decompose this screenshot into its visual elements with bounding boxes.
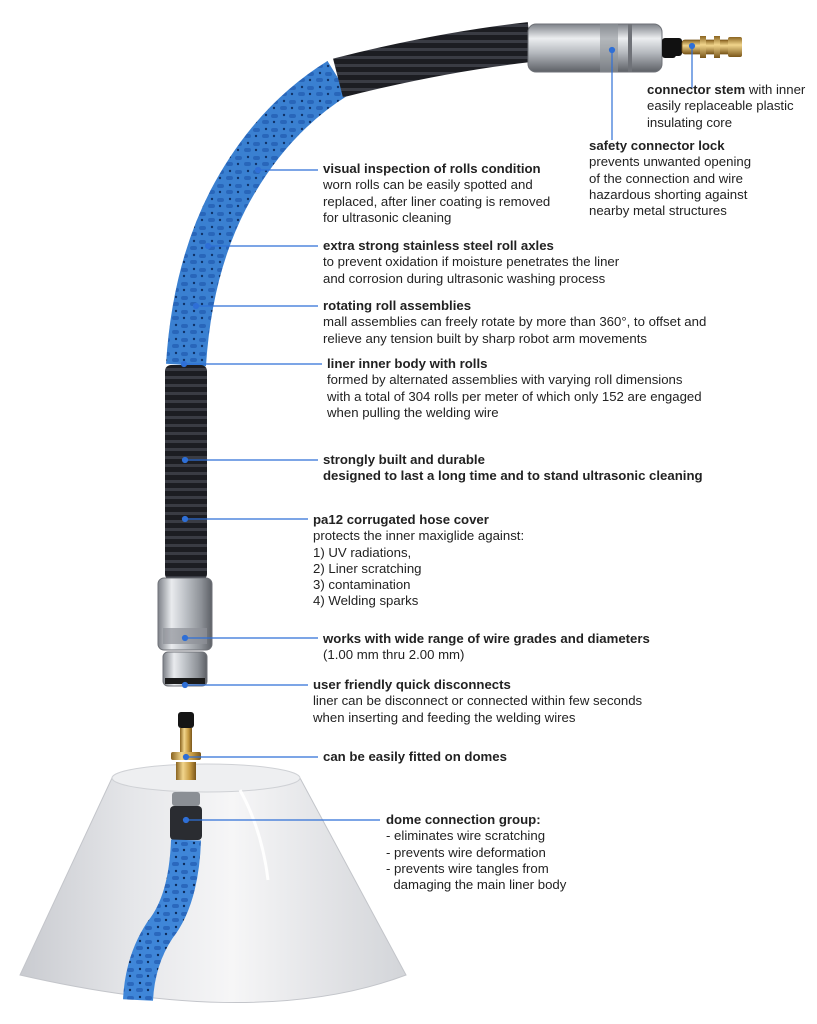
dome-connection-group	[123, 792, 202, 1002]
visual-inspection-line-2: replaced, after liner coating is removed	[323, 193, 551, 209]
domes-title: can be easily fitted on domes	[323, 749, 507, 764]
label-rotating-rolls: rotating roll assemblies mall assemblies…	[323, 298, 763, 347]
inner-body-title: liner inner body with rolls	[327, 356, 488, 371]
label-visual-inspection: visual inspection of rolls condition wor…	[323, 161, 583, 226]
connector-stem-title: connector stem	[647, 82, 746, 97]
label-wire-grades: works with wide range of wire grades and…	[323, 631, 723, 664]
roll-axles-line-1: to prevent oxidation if moisture penetra…	[323, 254, 620, 270]
visual-inspection-line-3: for ultrasonic cleaning	[323, 209, 452, 225]
blue-roll-section	[166, 60, 349, 367]
safety-lock-line-3: hazardous shorting against	[589, 186, 748, 202]
lower-steel-connector	[157, 577, 213, 687]
inner-body-line-2: with a total of 304 rolls per meter of w…	[327, 388, 702, 404]
quick-disconnect-line-1: liner can be disconnect or connected wit…	[313, 693, 643, 709]
top-steel-connector	[527, 23, 676, 73]
connector-stem-line-2: insulating core	[647, 114, 733, 130]
roll-axles-title: extra strong stainless steel roll axles	[323, 238, 554, 253]
label-connector-stem: connector stem with inner easily replace…	[647, 82, 815, 131]
roll-axles-line-2: and corrosion during ultrasonic washing …	[323, 270, 606, 286]
safety-lock-title: safety connector lock	[589, 138, 725, 153]
label-roll-axles: extra strong stainless steel roll axles …	[323, 238, 663, 287]
connector-stem-title-suffix: with inner	[745, 82, 806, 97]
inner-body-line-1: formed by alternated assemblies with var…	[327, 372, 683, 388]
dome-group-line-1: - eliminates wire scratching	[386, 828, 546, 844]
upper-corrugated-hose	[333, 22, 533, 98]
label-durable: strongly built and durable designed to l…	[323, 452, 763, 485]
hose-cover-line-5: 4) Welding sparks	[313, 593, 419, 609]
inner-body-line-3: when pulling the welding wire	[327, 404, 499, 420]
dome-group-line-4: damaging the main liner body	[386, 877, 567, 893]
hose-cover-line-3: 2) Liner scratching	[313, 560, 422, 576]
rotating-rolls-line-1: mall assemblies can freely rotate by mor…	[323, 314, 707, 330]
rotating-rolls-line-2: relieve any tension built by sharp robot…	[323, 330, 647, 346]
leader-lines	[180, 42, 696, 824]
wire-grades-title: works with wide range of wire grades and…	[323, 631, 650, 646]
safety-lock-line-2: of the connection and wire	[589, 170, 743, 186]
rotating-rolls-title: rotating roll assemblies	[323, 298, 472, 313]
hose-cover-line-1: protects the inner maxiglide against:	[313, 528, 525, 544]
durable-line-1: designed to last a long time and to stan…	[323, 468, 703, 484]
label-safety-lock: safety connector lock prevents unwanted …	[589, 138, 789, 219]
dome-group-line-3: - prevents wire tangles from	[386, 860, 549, 876]
visual-inspection-line-1: worn rolls can be easily spotted and	[323, 177, 533, 193]
wire-grades-line-1: (1.00 mm thru 2.00 mm)	[323, 647, 465, 663]
label-dome-group: dome connection group: - eliminates wire…	[386, 812, 646, 893]
safety-lock-line-1: prevents unwanted opening	[589, 154, 752, 170]
label-inner-body: liner inner body with rolls formed by al…	[327, 356, 757, 421]
hose-cover-title: pa12 corrugated hose cover	[313, 512, 489, 527]
hose-cover-line-4: 3) contamination	[313, 577, 411, 593]
durable-title: strongly built and durable	[323, 452, 485, 467]
connector-stem	[668, 36, 742, 58]
dome-group-title: dome connection group:	[386, 812, 541, 827]
dome-group-line-2: - prevents wire deformation	[386, 844, 546, 860]
quick-disconnect-line-2: when inserting and feeding the welding w…	[313, 709, 576, 725]
safety-lock-line-4: nearby metal structures	[589, 203, 727, 219]
label-quick-disconnect: user friendly quick disconnects liner ca…	[313, 677, 713, 726]
hose-cover-line-2: 1) UV radiations,	[313, 544, 412, 560]
dome	[19, 763, 407, 1003]
connector-stem-line-1: easily replaceable plastic	[647, 98, 794, 114]
quick-disconnect-title: user friendly quick disconnects	[313, 677, 511, 692]
corrugated-hose	[165, 365, 207, 580]
visual-inspection-title: visual inspection of rolls condition	[323, 161, 541, 176]
label-domes: can be easily fitted on domes	[323, 749, 623, 765]
label-hose-cover: pa12 corrugated hose cover protects the …	[313, 512, 573, 610]
